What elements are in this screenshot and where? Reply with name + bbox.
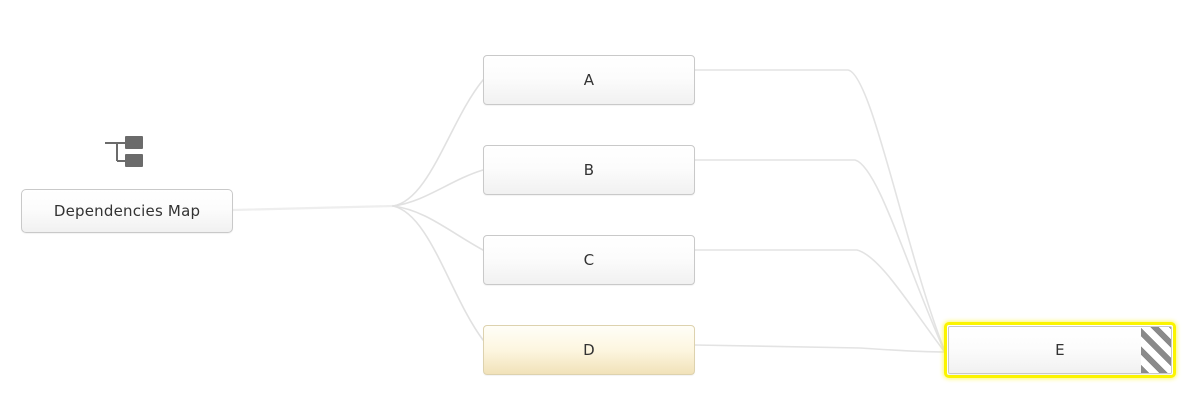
node-d[interactable]: D bbox=[483, 325, 695, 375]
edge-a-e bbox=[694, 69, 945, 350]
edge-c-e bbox=[694, 249, 945, 352]
node-label: E bbox=[1055, 340, 1065, 359]
node-e-selection-frame[interactable]: E bbox=[944, 322, 1176, 378]
node-label: A bbox=[583, 70, 595, 89]
edge-root-a bbox=[392, 79, 484, 207]
edge-b-e bbox=[694, 159, 945, 351]
edge-d-e bbox=[694, 344, 945, 353]
node-a[interactable]: A bbox=[483, 55, 695, 105]
edge-root-c bbox=[392, 205, 484, 251]
node-dependencies-map[interactable]: Dependencies Map bbox=[21, 189, 233, 233]
node-e[interactable]: E bbox=[948, 326, 1172, 374]
node-label: B bbox=[583, 160, 595, 179]
node-label: Dependencies Map bbox=[53, 201, 201, 220]
node-c[interactable]: C bbox=[483, 235, 695, 285]
node-label: C bbox=[583, 250, 595, 269]
node-b[interactable]: B bbox=[483, 145, 695, 195]
edge-root-d bbox=[392, 205, 484, 341]
node-label: D bbox=[583, 340, 595, 359]
edge-root-b bbox=[392, 169, 484, 207]
edge-root-stub bbox=[231, 204, 395, 212]
hierarchy-tree-icon bbox=[105, 136, 143, 167]
hatch-pattern-overlay bbox=[1141, 327, 1171, 373]
